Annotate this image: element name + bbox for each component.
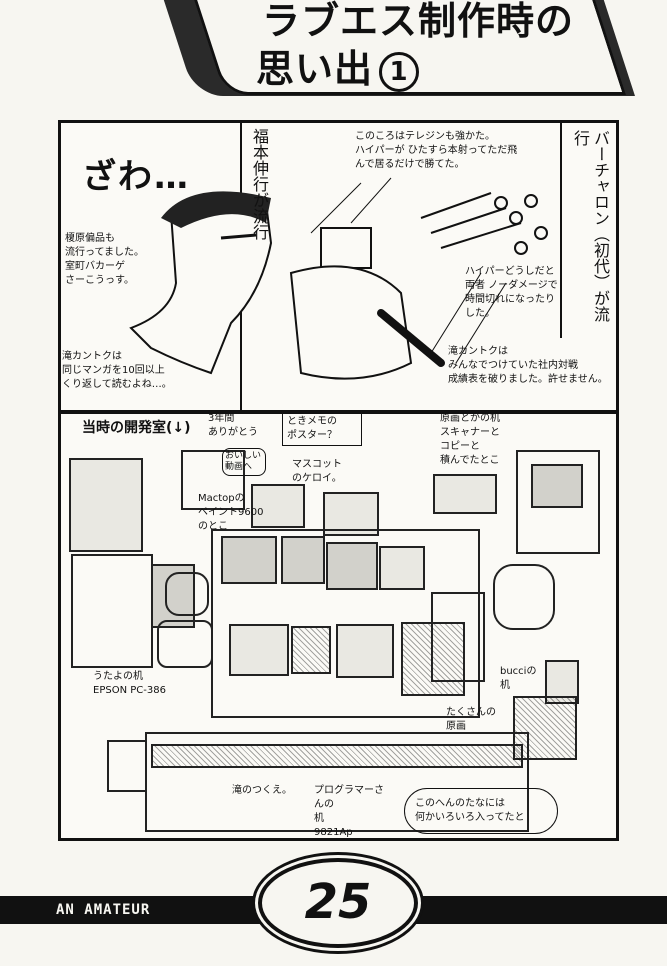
label-three-years: 3年間 ありがとう xyxy=(208,413,258,438)
page-title-line-1: ラブエス制作時の xyxy=(262,0,575,43)
right-chair-sketch xyxy=(493,564,555,630)
page-number: 25 xyxy=(304,874,372,930)
back-wall-door-sketch xyxy=(181,450,245,510)
panel-separator-right xyxy=(560,123,562,338)
label-many-artworks: たくさんの 原画 xyxy=(446,707,496,732)
monitor-6-sketch xyxy=(336,624,394,678)
monitor-2-sketch xyxy=(281,536,325,584)
robot-head-sketch xyxy=(320,227,372,269)
right-scanner-sketch xyxy=(433,474,497,514)
right-cabinet-sketch xyxy=(431,592,485,682)
character-eye-sketch xyxy=(220,233,257,240)
left-cabinet-sketch xyxy=(71,554,153,668)
top-panel-illustration xyxy=(129,177,548,380)
office-room-sketch xyxy=(61,414,613,832)
note-score-sheet: 滝カントクは みんなでつけていた社内対戦 成績表を破りました。許せません。 xyxy=(448,346,608,385)
desk-clutter-2-sketch xyxy=(401,622,465,696)
label-tokimemo-poster: ときメモの ポスター？ xyxy=(282,412,362,446)
sound-effect-zawa: ざわ… xyxy=(82,157,190,197)
label-bucci-desk: bucciの 机 xyxy=(500,666,537,691)
label-artwork-desk: 原画とかの机 スキャナーと コピーと 積んでたとこ xyxy=(440,413,500,466)
right-stack-monitor-sketch xyxy=(531,464,583,508)
label-mascot: マスコット のケロイ。 xyxy=(292,459,342,484)
label-shelf-note: このへんのたなには 何かいろいろ入ってたと xyxy=(404,788,558,834)
monitor-1-sketch xyxy=(221,536,277,584)
page-number-oval xyxy=(258,858,418,948)
note-enohara: 榎原偏品も 流行ってました。 室町バカーゲ さーこうっす。 xyxy=(65,233,144,286)
front-left-chair-sketch xyxy=(157,620,213,668)
left-chair-sketch xyxy=(165,572,209,616)
speed-lines-sketch xyxy=(310,177,507,364)
right-stack-sketch xyxy=(516,450,600,554)
label-programmer-desk: プログラマーさんの 机 9821Ap xyxy=(314,785,384,838)
back-chair-sketch xyxy=(251,484,305,528)
brand-label: AN AMATEUR xyxy=(50,897,157,923)
label-sign: おいしい 動画へ xyxy=(222,448,266,476)
note-virtual-on: バーチャロン（初代）が流行 xyxy=(571,130,610,322)
character-hair-sketch xyxy=(161,191,271,228)
page-title-text: 思い出 xyxy=(256,47,374,91)
back-chair-2-sketch xyxy=(323,492,379,536)
monitor-5-sketch xyxy=(229,624,289,676)
desk-clutter-sketch xyxy=(291,626,331,674)
monitor-3-sketch xyxy=(326,542,378,590)
monitor-4-sketch xyxy=(379,546,425,590)
note-telejin: このころはテレジンも強かた。 ハイパーが ひたすら本射ってただ飛 んで居るだけで… xyxy=(355,131,518,170)
left-shelf-sketch xyxy=(69,458,143,552)
note-fukumoto: 福本伸行が流行 xyxy=(250,128,269,240)
label-taki-desk: 滝のつくえ。 xyxy=(232,785,292,796)
central-desk-cluster-sketch xyxy=(211,529,480,718)
room-label: 当時の開発室(↓) xyxy=(82,420,191,436)
projectile-swarm-sketch xyxy=(420,192,548,255)
right-papers-sketch xyxy=(513,696,577,760)
front-shelf-items-sketch xyxy=(151,744,523,768)
label-mactop: Mactopの ペイント9600 のとこ xyxy=(198,493,264,532)
robot-arm-sketch xyxy=(377,309,445,367)
title-number-circle: 1 xyxy=(379,51,420,92)
robot-body-sketch xyxy=(289,265,413,380)
note-hyper: ハイパーどうしだと 両者 ノーダメージで 時間切れになったり した。 xyxy=(465,266,558,319)
label-epson-desk: うたよの机 EPSON PC-386 xyxy=(93,671,166,696)
front-left-box-sketch xyxy=(107,740,147,792)
note-taki-manga: 滝カントクは 同じマンガを10回以上 くり返して読むよね…。 xyxy=(62,351,172,390)
